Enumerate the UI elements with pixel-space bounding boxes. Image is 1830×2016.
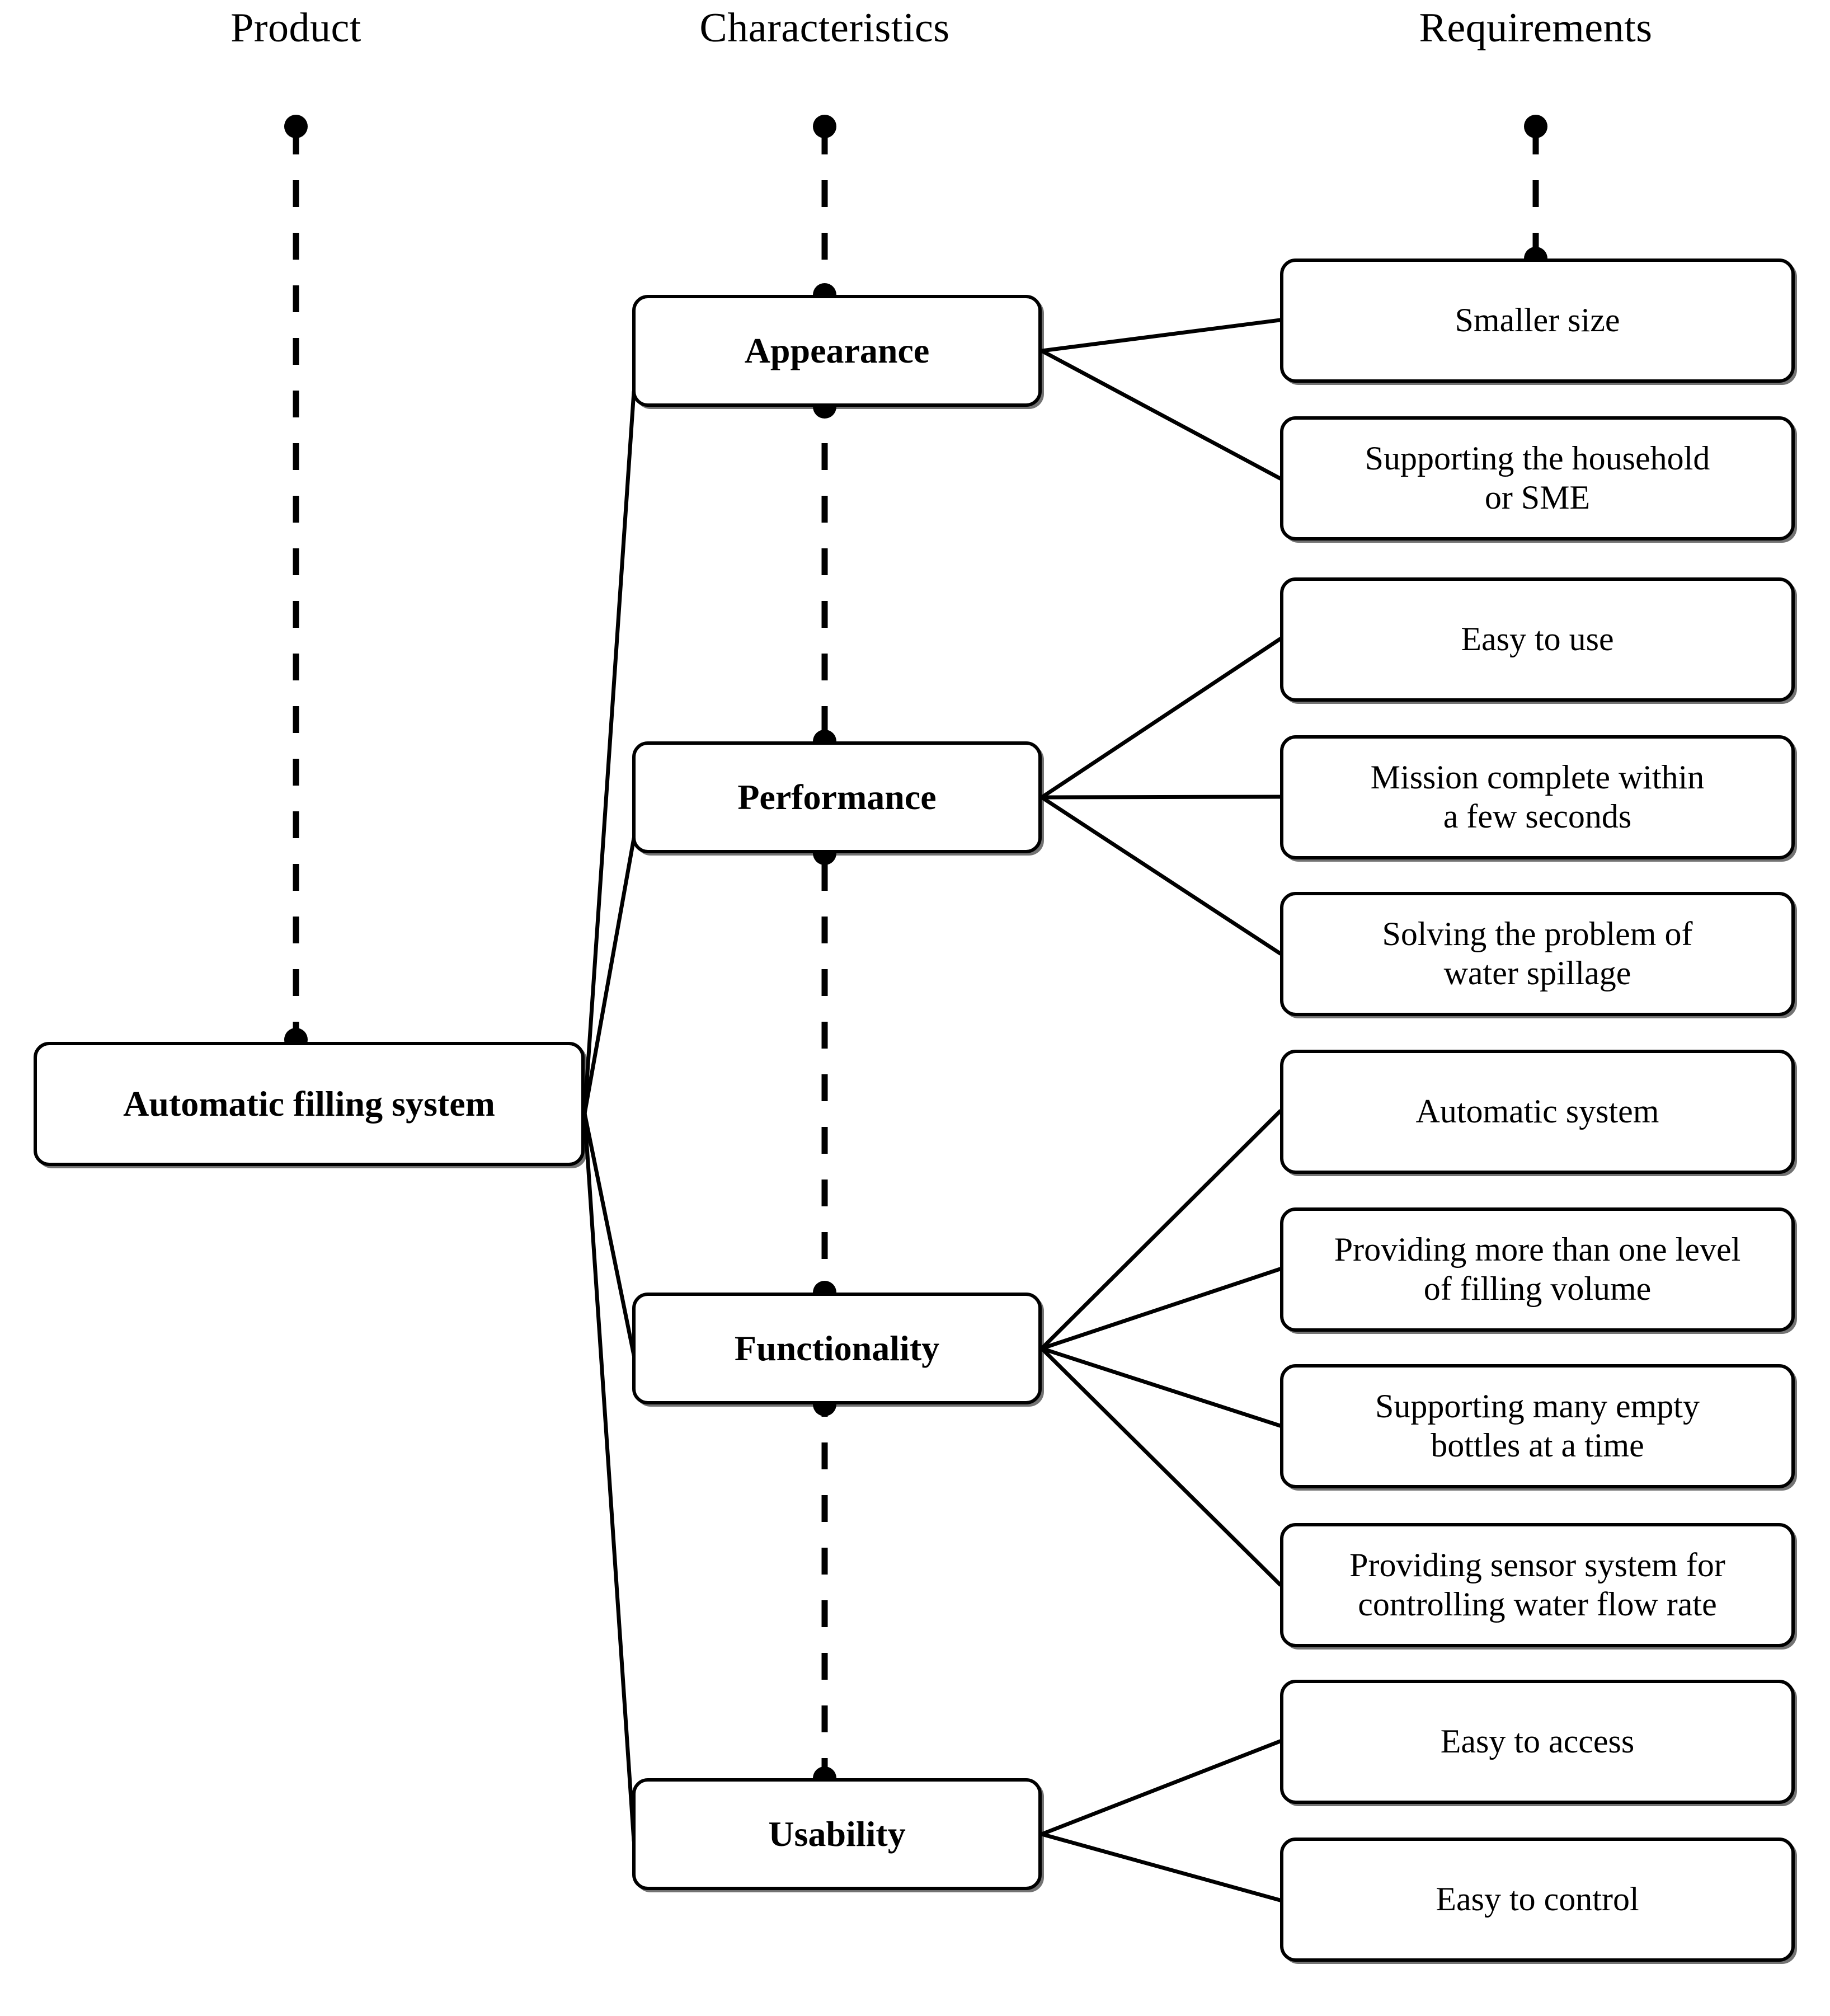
node-usability[interactable]: Usability <box>632 1778 1042 1890</box>
link-functionality-sensor <box>1039 1346 1282 1587</box>
link-functionality-levels <box>1039 1267 1282 1351</box>
node-requirement-filling-volume-levels[interactable]: Providing more than one level of filling… <box>1280 1207 1795 1332</box>
link-performance-easy-to-use <box>1039 637 1282 800</box>
spine-dot-product-top <box>284 115 308 138</box>
link-functionality-automatic <box>1039 1109 1282 1351</box>
node-requirement-label: Easy to access <box>1440 1723 1635 1760</box>
node-requirement-label: Smaller size <box>1455 302 1620 339</box>
node-requirement-label: Providing more than one level of filling… <box>1334 1231 1741 1307</box>
link-performance-spillage <box>1039 795 1282 956</box>
link-functionality-bottles <box>1039 1346 1282 1428</box>
node-requirement-label: Supporting the household or SME <box>1365 440 1710 516</box>
node-requirement-supporting-household-sme[interactable]: Supporting the household or SME <box>1280 416 1795 541</box>
node-performance-label: Performance <box>737 777 937 817</box>
node-product[interactable]: Automatic filling system <box>34 1042 585 1166</box>
link-product-performance <box>582 836 636 1116</box>
node-requirement-smaller-size[interactable]: Smaller size <box>1280 259 1795 383</box>
link-usability-control <box>1039 1832 1282 1902</box>
node-requirement-label: Supporting many empty bottles at a time <box>1375 1388 1700 1464</box>
link-appearance-household <box>1039 349 1282 481</box>
link-product-usability <box>582 1111 636 1843</box>
node-product-label: Automatic filling system <box>123 1083 495 1124</box>
node-functionality-label: Functionality <box>734 1328 940 1368</box>
node-requirement-label: Providing sensor system for controlling … <box>1349 1547 1725 1623</box>
node-performance[interactable]: Performance <box>632 741 1042 853</box>
spine-dot-requirements-top <box>1524 115 1547 138</box>
spine-dot-characteristics-top <box>813 115 836 138</box>
node-requirement-many-empty-bottles[interactable]: Supporting many empty bottles at a time <box>1280 1364 1795 1488</box>
node-requirement-automatic-system[interactable]: Automatic system <box>1280 1050 1795 1174</box>
node-requirement-label: Easy to control <box>1436 1881 1639 1918</box>
node-requirement-easy-to-access[interactable]: Easy to access <box>1280 1680 1795 1804</box>
node-requirement-easy-to-control[interactable]: Easy to control <box>1280 1838 1795 1962</box>
column-header-requirements: Requirements <box>1419 5 1653 51</box>
column-header-product: Product <box>230 5 361 51</box>
node-functionality[interactable]: Functionality <box>632 1293 1042 1404</box>
node-requirement-label: Solving the problem of water spillage <box>1382 915 1693 991</box>
node-usability-label: Usability <box>768 1813 906 1854</box>
node-requirement-label: Mission complete within a few seconds <box>1370 759 1705 835</box>
node-requirement-label: Easy to use <box>1461 621 1614 658</box>
node-requirement-water-spillage[interactable]: Solving the problem of water spillage <box>1280 892 1795 1016</box>
node-requirement-easy-to-use[interactable]: Easy to use <box>1280 577 1795 702</box>
link-product-appearance <box>582 389 636 1116</box>
link-usability-access <box>1039 1739 1282 1836</box>
column-header-characteristics: Characteristics <box>699 5 950 51</box>
node-appearance-label: Appearance <box>744 330 930 370</box>
link-appearance-smaller-size <box>1039 318 1282 353</box>
node-requirement-mission-complete[interactable]: Mission complete within a few seconds <box>1280 735 1795 859</box>
node-requirement-sensor-flow-rate[interactable]: Providing sensor system for controlling … <box>1280 1523 1795 1647</box>
link-product-functionality <box>582 1111 636 1357</box>
node-requirement-label: Automatic system <box>1415 1093 1659 1130</box>
node-appearance[interactable]: Appearance <box>632 295 1042 407</box>
